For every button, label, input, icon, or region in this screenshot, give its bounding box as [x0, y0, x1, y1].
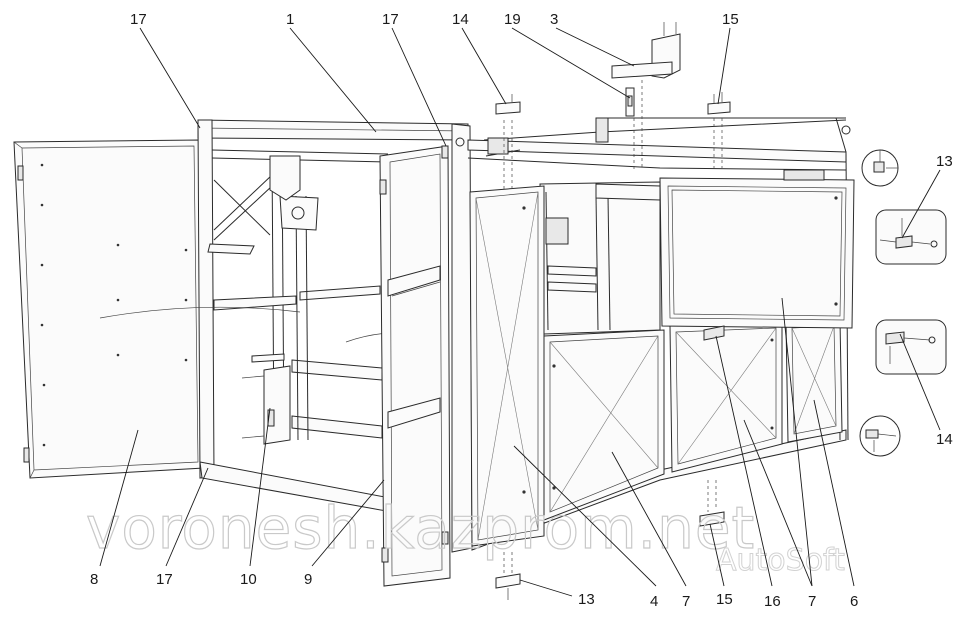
label-15-top: 15: [722, 11, 739, 28]
detail-view-13: [861, 149, 947, 265]
label-14-right: 14: [936, 431, 953, 448]
label-4: 4: [650, 593, 658, 610]
label-17-top-center: 17: [382, 11, 399, 28]
upper-hinged-panel: [659, 169, 855, 329]
fixed-side-panel-4: [469, 185, 545, 547]
lower-panel-16: [669, 321, 783, 473]
label-9: 9: [304, 571, 312, 588]
lower-panel-7: [543, 329, 665, 521]
end-panel-6: [785, 319, 843, 443]
label-7-right: 7: [808, 593, 816, 610]
label-8: 8: [90, 571, 98, 588]
internal-bracket: [241, 353, 291, 445]
label-17-bottom: 17: [156, 571, 173, 588]
door-rivets: [40, 163, 188, 447]
label-19: 19: [504, 11, 521, 28]
label-3: 3: [550, 11, 558, 28]
watermark-main-text: voronesh.kazprom.net: [86, 494, 755, 562]
exploded-fasteners: [495, 22, 731, 600]
label-17-top-left: 17: [130, 11, 147, 28]
label-14-top: 14: [452, 11, 469, 28]
label-1: 1: [286, 11, 294, 28]
label-13-right: 13: [936, 153, 953, 170]
label-16: 16: [764, 593, 781, 610]
detail-view-14: [859, 319, 947, 457]
label-15-bottom: 15: [716, 591, 733, 608]
main-frame: [99, 119, 473, 553]
label-13-bottom: 13: [578, 591, 595, 608]
label-7-left: 7: [682, 593, 690, 610]
watermark-sub-text: AutoSoft: [716, 543, 845, 578]
callout-labels: 17 1 17 14 19 3 15 13 14 8 17 10 9 13 4 …: [90, 11, 953, 610]
leader-lines: [99, 27, 941, 597]
label-10: 10: [240, 571, 257, 588]
right-frame-section: [467, 117, 851, 551]
label-6: 6: [850, 593, 858, 610]
watermark: voronesh.kazprom.net AutoSoft: [85, 493, 845, 578]
hinged-side-door: [379, 145, 451, 587]
